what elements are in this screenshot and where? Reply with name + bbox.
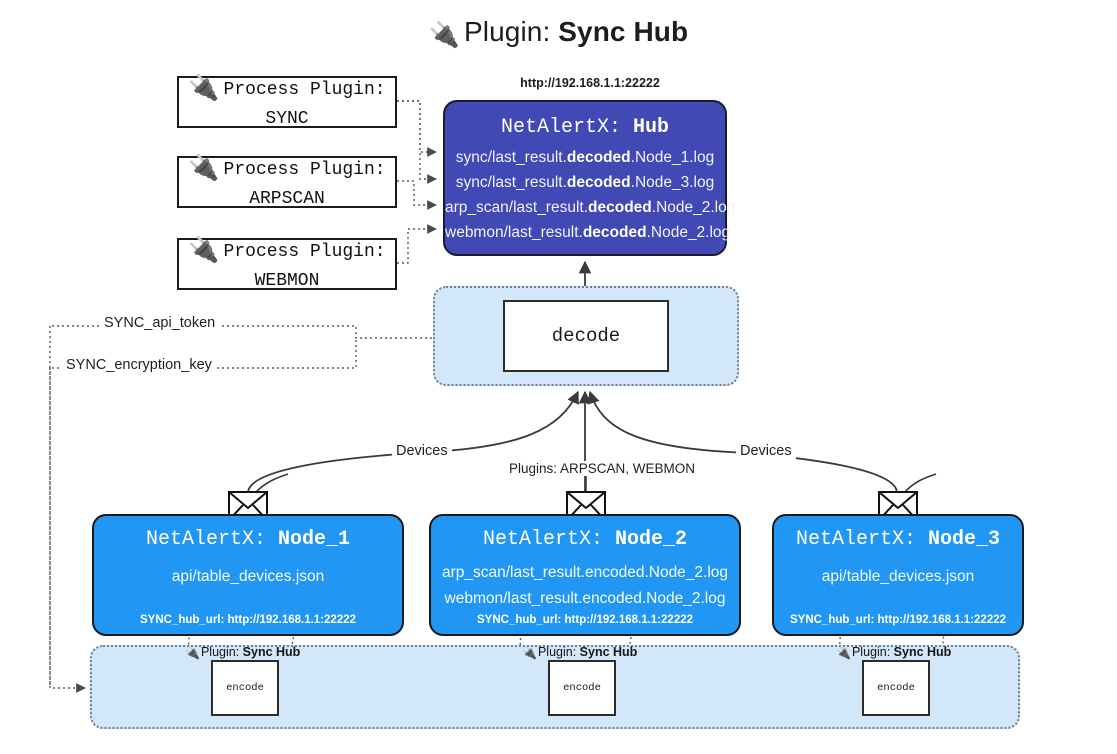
node-log-line: api/table_devices.json [821,568,975,585]
plug-icon: 🔌 [188,236,220,266]
encode-box-1[interactable]: encode [211,660,279,716]
decode-box[interactable]: decode [503,300,669,372]
process-plugin-label: Process Plugin: [223,159,386,180]
node-footer: SYNC_hub_url: http://192.168.1.1:22222 [476,614,694,626]
process-plugin-label: Process Plugin: [223,241,386,262]
plug-icon: 🔌 [428,21,461,49]
hub-log-line: arp_scan/last_result.decoded.Node_2.log [445,199,736,216]
process-plugin-arpscan[interactable]: 🔌Process Plugin: ARPSCAN [177,154,397,209]
node-log-line: arp_scan/last_result.encoded.Node_2.log [441,564,729,581]
hub-title: NetAlertX: Hub [445,116,725,139]
plug-icon: 🔌 [522,646,537,660]
encode-caption-3: 🔌Plugin: Sync Hub [836,645,952,660]
node-footer: SYNC_hub_url: http://192.168.1.1:22222 [139,614,357,626]
edge-label-sync-encryption-key: SYNC_encryption_key [62,357,216,373]
node-node-3[interactable]: NetAlertX: Node_3 api/table_devices.json… [772,514,1024,636]
edge-label-devices-right: Devices [736,443,796,459]
hub-node[interactable]: NetAlertX: Hub sync/last_result.decoded.… [443,100,736,256]
encode-caption-1: 🔌Plugin: Sync Hub [185,645,301,660]
process-plugin-name: SYNC [265,108,309,129]
node-log-line: api/table_devices.json [171,568,325,585]
process-plugin-label: Process Plugin: [223,79,386,100]
hub-log-line: sync/last_result.decoded.Node_1.log [455,149,715,166]
process-plugin-webmon[interactable]: 🔌Process Plugin: WEBMON [177,236,397,291]
plug-icon: 🔌 [185,646,200,660]
page-title: 🔌Plugin: Sync Hub [0,16,1117,50]
node-footer: SYNC_hub_url: http://192.168.1.1:22222 [789,614,1007,626]
node-title: NetAlertX: Node_1 [145,528,351,551]
hub-title-prefix: NetAlertX: [500,116,621,139]
process-plugin-sync[interactable]: 🔌Process Plugin: SYNC [177,74,397,129]
plug-icon: 🔌 [188,154,220,184]
hub-log-line: sync/last_result.decoded.Node_3.log [455,174,715,191]
edge-label-devices-left: Devices [392,443,452,459]
hub-url-label: http://192.168.1.1:22222 [520,76,660,90]
node-node-2[interactable]: NetAlertX: Node_2 arp_scan/last_result.e… [429,514,741,636]
plug-icon: 🔌 [836,646,851,660]
node-title: NetAlertX: Node_2 [482,528,688,551]
hub-title-name: Hub [633,116,670,139]
edge-label-sync-api-token: SYNC_api_token [100,315,220,331]
node-node-1[interactable]: NetAlertX: Node_1 api/table_devices.json… [92,514,404,636]
process-plugin-name: ARPSCAN [249,188,325,209]
plug-icon: 🔌 [188,74,220,104]
encode-box-3[interactable]: encode [862,660,930,716]
encode-caption-2: 🔌Plugin: Sync Hub [522,645,638,660]
node-log-line: webmon/last_result.encoded.Node_2.log [444,590,726,607]
page-title-name: Sync Hub [558,16,689,47]
page-title-prefix: Plugin: [464,16,551,47]
hub-log-line: webmon/last_result.decoded.Node_2.log [445,224,731,241]
edge-label-plugins: Plugins: ARPSCAN, WEBMON [505,461,700,476]
node-title: NetAlertX: Node_3 [795,528,1001,551]
encode-box-2[interactable]: encode [548,660,616,716]
process-plugin-name: WEBMON [254,270,320,291]
